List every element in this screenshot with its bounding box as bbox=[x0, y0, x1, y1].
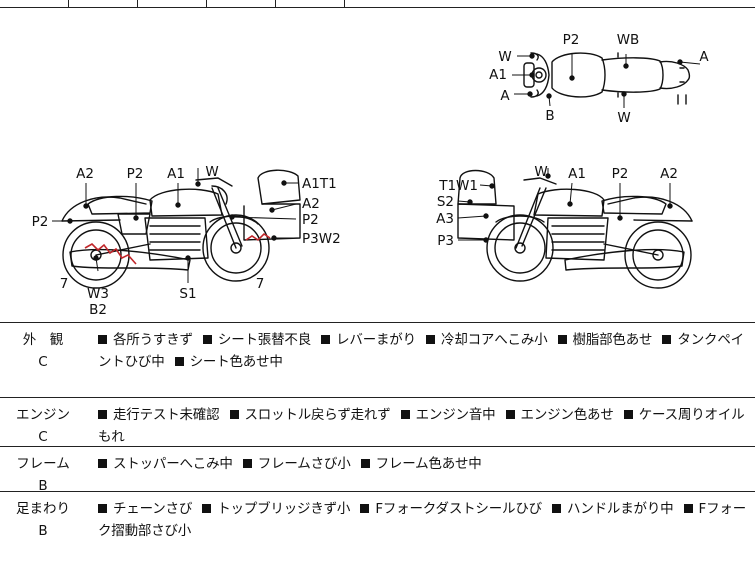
condition-item: エンジン色あせ bbox=[520, 407, 614, 423]
label-right-a1: A1 bbox=[568, 166, 586, 182]
condition-item: エンジン音中 bbox=[415, 407, 496, 423]
label-left-a1: A1 bbox=[167, 166, 185, 182]
bullet-square-icon bbox=[426, 335, 436, 344]
bullet-square-icon bbox=[360, 459, 370, 468]
condition-item: シート色あせ中 bbox=[189, 354, 283, 370]
bullet-square-icon bbox=[174, 357, 184, 366]
category-name: エンジン bbox=[16, 407, 70, 423]
label-left-p2-top: P2 bbox=[127, 166, 144, 182]
bullet-square-icon bbox=[98, 459, 107, 468]
condition-item: フレームさび小 bbox=[257, 456, 351, 472]
condition-row-frame: フレーム B ストッパーへこみ中 フレームさび小 フレーム色あせ中 bbox=[0, 447, 755, 494]
bullet-square-icon bbox=[683, 504, 693, 513]
condition-item: シート張替不良 bbox=[217, 332, 312, 348]
label-left-p2-side: P2 bbox=[302, 212, 319, 228]
top-view-motorcycle bbox=[523, 52, 691, 105]
condition-notes: チェーンさび トップブリッジきず小 Fフォークダストシールひび ハンドルまがり中… bbox=[98, 498, 750, 542]
label-left-p2-rear: P2 bbox=[32, 214, 49, 230]
motorcycle-diagrams: P2 WB A W A1 A B W A2 P2 A1 W A1T1 P2 A2… bbox=[32, 32, 710, 318]
condition-notes: 走行テスト未確認 スロットル戻らず走れず エンジン音中 エンジン色あせ ケース周… bbox=[98, 404, 750, 448]
label-left-7-rear: 7 bbox=[60, 276, 69, 292]
label-left-a2-side: A2 bbox=[302, 196, 320, 212]
condition-item: トップブリッジきず小 bbox=[217, 501, 351, 517]
label-right-a3: A3 bbox=[436, 211, 454, 227]
bullet-square-icon bbox=[557, 335, 567, 344]
condition-item: ストッパーへこみ中 bbox=[113, 456, 233, 472]
label-right-p2: P2 bbox=[612, 166, 629, 182]
label-top-w-left: W bbox=[498, 49, 511, 65]
label-left-w3: W3 bbox=[87, 286, 109, 302]
pointer-markers bbox=[52, 53, 701, 283]
condition-row-engine: エンジン C 走行テスト未確認 スロットル戻らず走れず エンジン音中 エンジン色… bbox=[0, 398, 755, 447]
condition-item: レバーまがり bbox=[336, 332, 416, 348]
label-left-b2: B2 bbox=[89, 302, 107, 318]
condition-item: Fフォーク摺動部さび小 bbox=[98, 501, 746, 539]
label-right-w: W bbox=[534, 164, 547, 180]
category-name: フレーム bbox=[16, 456, 70, 472]
condition-notes: 各所うすきず シート張替不良 レバーまがり 冷却コアへこみ小 樹脂部色あせ タン… bbox=[98, 329, 750, 373]
previous-table-row bbox=[0, 0, 755, 8]
right-view-motorcycle bbox=[457, 169, 693, 289]
condition-item: ハンドルまがり中 bbox=[567, 501, 674, 517]
category-name: 足まわり bbox=[16, 501, 70, 517]
bullet-square-icon bbox=[98, 504, 107, 513]
condition-item: 各所うすきず bbox=[113, 332, 193, 348]
bullet-square-icon bbox=[662, 335, 672, 344]
label-top-p2: P2 bbox=[563, 32, 580, 48]
label-top-w-bottom: W bbox=[617, 110, 630, 126]
label-top-b: B bbox=[545, 108, 554, 124]
bullet-square-icon bbox=[552, 504, 562, 513]
category-grade: B bbox=[38, 478, 48, 494]
bullet-square-icon bbox=[400, 410, 410, 419]
condition-item: タンクペイントひび中 bbox=[98, 332, 744, 370]
condition-item: フレーム色あせ中 bbox=[375, 456, 482, 472]
label-left-w: W bbox=[205, 164, 218, 180]
condition-item: 走行テスト未確認 bbox=[113, 407, 220, 423]
condition-row-suspension: 足まわり B チェーンさび トップブリッジきず小 Fフォークダストシールひび ハ… bbox=[0, 492, 755, 561]
category-grade: C bbox=[38, 429, 48, 445]
bullet-square-icon bbox=[505, 410, 515, 419]
condition-notes: ストッパーへこみ中 フレームさび小 フレーム色あせ中 bbox=[98, 453, 750, 475]
category-cell: エンジン C bbox=[0, 404, 86, 448]
condition-item: 樹脂部色あせ bbox=[572, 332, 653, 348]
damage-diagram: P2 WB A W A1 A B W A2 P2 A1 W A1T1 P2 A2… bbox=[0, 8, 755, 323]
label-right-a2: A2 bbox=[660, 166, 678, 182]
category-name: 外 観 bbox=[22, 332, 64, 348]
bullet-square-icon bbox=[98, 335, 107, 344]
label-left-p3w2: P3W2 bbox=[302, 231, 341, 247]
label-right-s2: S2 bbox=[437, 194, 454, 210]
bullet-square-icon bbox=[202, 504, 212, 513]
label-left-a1t1: A1T1 bbox=[302, 176, 337, 192]
bullet-square-icon bbox=[229, 410, 239, 419]
condition-row-exterior: 外 観 C 各所うすきず シート張替不良 レバーまがり 冷却コアへこみ小 樹脂部… bbox=[0, 323, 755, 398]
bullet-square-icon bbox=[360, 504, 370, 513]
bullet-square-icon bbox=[242, 459, 252, 468]
condition-item: 冷却コアへこみ小 bbox=[441, 332, 548, 348]
bullet-square-icon bbox=[623, 410, 633, 419]
label-right-t1w1: T1W1 bbox=[438, 178, 478, 194]
damage-marks bbox=[84, 232, 271, 265]
category-grade: B bbox=[38, 523, 48, 539]
category-cell: 足まわり B bbox=[0, 498, 86, 542]
condition-item: チェーンさび bbox=[113, 501, 193, 517]
label-top-a1: A1 bbox=[489, 67, 507, 83]
label-top-a-right: A bbox=[699, 49, 709, 65]
category-cell: 外 観 C bbox=[0, 329, 86, 373]
bullet-square-icon bbox=[321, 335, 331, 344]
label-top-wb: WB bbox=[617, 32, 640, 48]
category-cell: フレーム B bbox=[0, 453, 86, 497]
label-left-s1: S1 bbox=[179, 286, 196, 302]
condition-item: Fフォークダストシールひび bbox=[375, 501, 542, 517]
condition-item: スロットル戻らず走れず bbox=[244, 407, 391, 423]
label-top-a-left: A bbox=[500, 88, 510, 104]
bullet-square-icon bbox=[98, 410, 107, 419]
bullet-square-icon bbox=[202, 335, 212, 344]
label-right-p3: P3 bbox=[437, 233, 454, 249]
label-left-a2-top: A2 bbox=[76, 166, 94, 182]
category-grade: C bbox=[38, 354, 48, 370]
condition-item: ケース周りオイルもれ bbox=[98, 407, 745, 445]
label-left-7-front: 7 bbox=[256, 276, 265, 292]
